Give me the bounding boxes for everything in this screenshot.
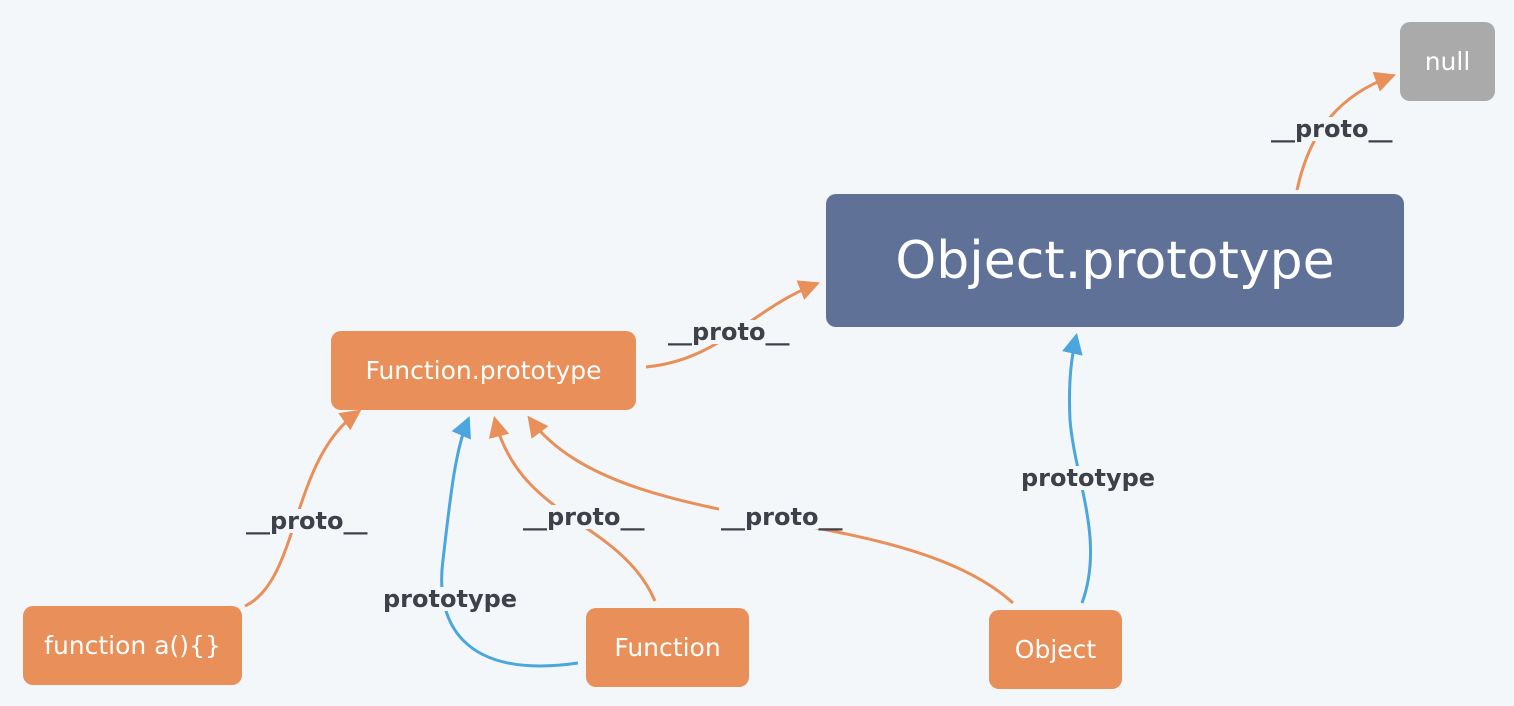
node-function-prototype: Function.prototype	[331, 331, 636, 410]
label-object-prototype-link: prototype	[1019, 464, 1158, 492]
label-function-prototype-link: prototype	[381, 585, 520, 613]
node-function: Function	[586, 608, 749, 687]
node-object-prototype: Object.prototype	[826, 194, 1404, 327]
node-function-a: function a(){}	[23, 606, 242, 685]
node-object: Object	[989, 610, 1122, 689]
label-function-a-to-function-prototype: __proto__	[244, 507, 370, 535]
node-null: null	[1400, 22, 1495, 101]
edge-object-prototype-link	[1062, 332, 1093, 604]
label-object-prototype-to-null: __proto__	[1269, 115, 1395, 143]
edge-function-prototype-link	[440, 416, 579, 668]
label-function-prototype-to-object-prototype: __proto__	[666, 318, 792, 346]
label-object-proto-to-function-prototype: __proto__	[719, 503, 845, 531]
label-function-proto-to-function-prototype: __proto__	[521, 503, 647, 531]
